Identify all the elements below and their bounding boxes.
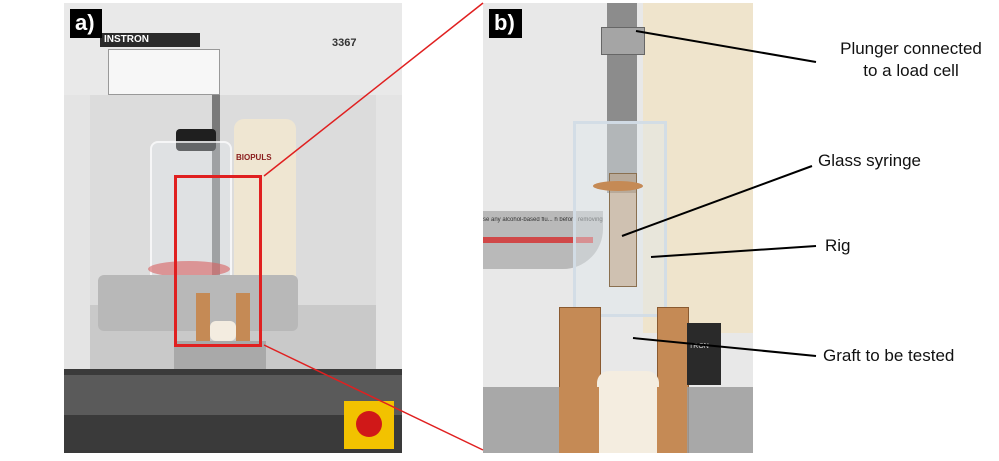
plunger-coupling — [601, 27, 645, 55]
brand-plate — [100, 33, 200, 47]
left-column — [64, 95, 90, 385]
annotation-rig-line1: Rig — [825, 236, 851, 255]
syringe-band — [593, 181, 643, 191]
tissue-front — [599, 387, 657, 453]
sensor-box — [687, 323, 721, 385]
annotation-graft: Graft to be tested — [823, 345, 954, 367]
wooden-block-left-front — [559, 387, 599, 453]
load-cell — [176, 129, 216, 151]
photo-panel-b: se any alcohol-based flu... h before rem… — [483, 3, 753, 453]
emergency-stop-button — [356, 411, 382, 437]
plate-text: se any alcohol-based flu... h before rem… — [483, 217, 603, 223]
model-number: 3367 — [332, 37, 357, 49]
sensor-text: TRON — [689, 343, 709, 350]
instron-logo: INSTRON — [104, 34, 149, 45]
annotation-graft-line1: Graft to be tested — [823, 346, 955, 365]
highlight-box — [174, 175, 262, 347]
panel-a-label: a) — [70, 9, 102, 38]
wooden-block-left — [196, 293, 210, 341]
annotation-syringe-line1: Glass syringe — [818, 151, 921, 170]
load-rod — [212, 95, 220, 335]
right-column — [376, 95, 402, 385]
annotation-plunger-line2: to a load cell — [863, 61, 959, 80]
annotation-rig: Rig — [825, 235, 851, 257]
annotation-plunger-line1: Plunger connected — [840, 39, 982, 58]
wooden-block-right-front — [657, 387, 687, 453]
circular-plate — [148, 261, 230, 277]
annotation-syringe: Glass syringe — [818, 150, 921, 172]
tissue — [210, 321, 236, 341]
housing-text: BIOPULS — [236, 153, 272, 162]
photo-panel-a: INSTRON 3367 BIOPULS a) — [64, 3, 402, 453]
spec-label — [108, 49, 220, 95]
panel-b-label: b) — [489, 9, 522, 38]
wooden-block-right — [236, 293, 250, 341]
plate-red-ring — [483, 237, 593, 243]
annotation-plunger: Plunger connected to a load cell — [823, 38, 999, 82]
